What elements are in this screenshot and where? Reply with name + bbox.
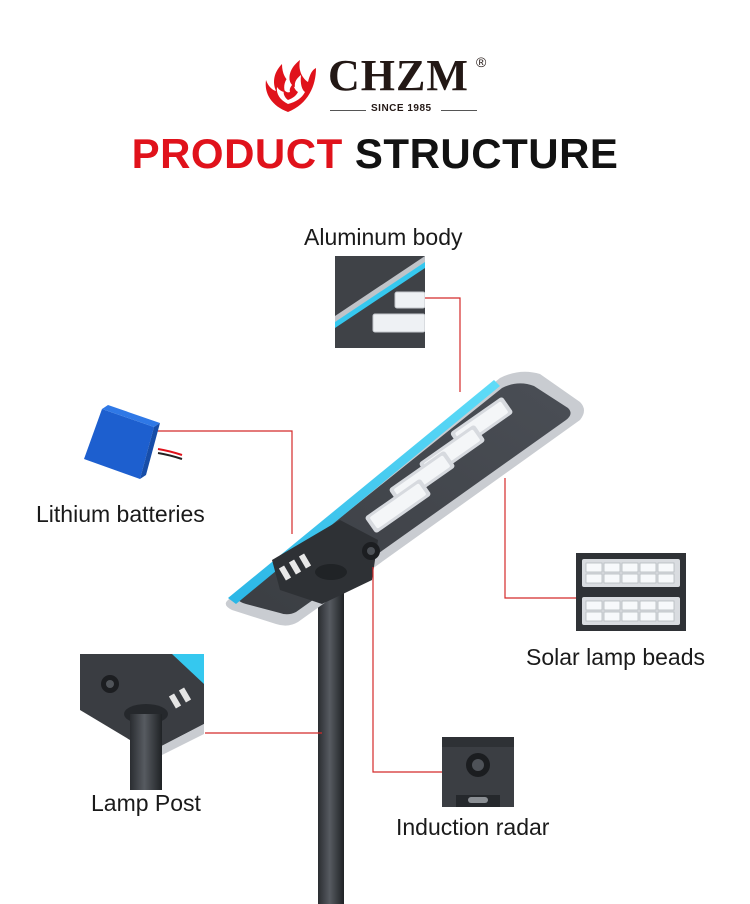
page-title-accent: PRODUCT xyxy=(131,130,343,177)
inset-lamp-post xyxy=(80,654,204,790)
battery-vents xyxy=(278,553,312,581)
brand-header: CHZM ® SINCE 1985 xyxy=(258,52,498,122)
brand-name: CHZM xyxy=(328,51,469,100)
label-lamp-post: Lamp Post xyxy=(91,790,201,816)
callout-beads xyxy=(504,478,576,599)
brand-divider-left xyxy=(330,110,366,111)
callout-battery xyxy=(155,430,293,534)
label-induction-radar: Induction radar xyxy=(396,814,550,840)
brand-since: SINCE 1985 xyxy=(371,103,432,114)
lamp-pole xyxy=(318,565,344,904)
label-aluminum-body: Aluminum body xyxy=(304,224,463,250)
pole-cap xyxy=(315,564,347,580)
inset-lithium-battery xyxy=(84,405,183,479)
page-title: PRODUCT STRUCTURE xyxy=(0,133,750,175)
callout-radar xyxy=(372,567,444,773)
label-solar-lamp-beads: Solar lamp beads xyxy=(526,644,705,670)
brand-logo-icon xyxy=(265,60,316,112)
lamp-led-modules xyxy=(365,397,513,533)
callout-lines xyxy=(155,297,576,773)
inset-induction-radar xyxy=(442,737,514,807)
inset-aluminum-body xyxy=(335,256,425,348)
inset-solar-lamp-beads xyxy=(576,553,686,631)
callout-aluminum xyxy=(420,297,461,392)
brand-divider-right xyxy=(441,110,477,111)
lamp-bracket xyxy=(272,520,378,604)
brand-registered-mark: ® xyxy=(476,54,487,70)
page-title-main: STRUCTURE xyxy=(354,130,619,177)
label-lithium-batteries: Lithium batteries xyxy=(36,501,205,527)
